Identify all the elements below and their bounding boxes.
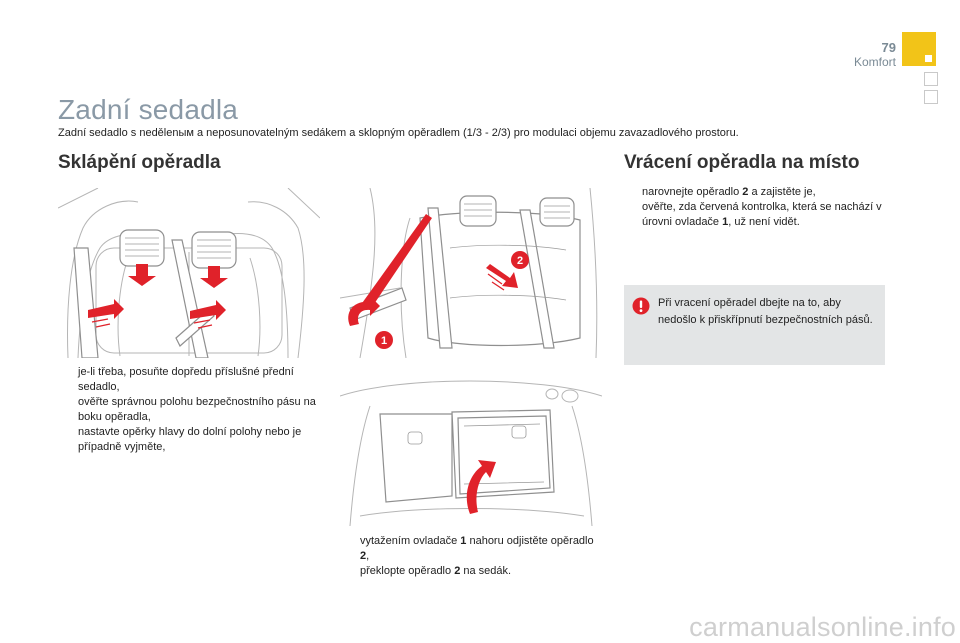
list-item: vytažením ovladače 1 nahoru odjistěte op… bbox=[360, 535, 594, 562]
callout-1-label: 1 bbox=[381, 335, 387, 347]
list-item: narovnejte opěradlo 2 a zajistěte je, bbox=[642, 186, 816, 198]
page-number: 79 bbox=[881, 40, 896, 55]
callout-2-badge bbox=[511, 251, 529, 269]
chapter-tab-marker bbox=[925, 55, 932, 62]
section-name: Komfort bbox=[853, 55, 896, 69]
seat-illustration-headrests bbox=[57, 187, 321, 359]
seat-illustration-release: 1 2 bbox=[339, 187, 598, 359]
return-steps-list: narovnejte opěradlo 2 a zajistěte je, ov… bbox=[624, 185, 886, 230]
watermark: carmanualsonline.info bbox=[689, 612, 956, 642]
list-item: ověřte správnou polohu bezpečnostního pá… bbox=[78, 396, 316, 423]
warning-icon bbox=[632, 297, 650, 315]
chapter-tab-active[interactable] bbox=[902, 32, 936, 66]
section-heading-fold: Sklápění opěradla bbox=[58, 152, 221, 173]
callout-1-badge bbox=[375, 331, 393, 349]
page-subtitle: Zadní sedadlo s nedělenым a neposunovate… bbox=[58, 127, 739, 139]
figure-backrest-folded bbox=[339, 366, 603, 527]
list-item: nastavte opěrky hlavy do dolní polohy ne… bbox=[78, 426, 302, 453]
list-item: ověřte, zda červená kontrolka, která se … bbox=[642, 201, 882, 228]
list-item: je-li třeba, posuňte dopředu příslušné p… bbox=[78, 366, 294, 393]
warning-note-text: Při vracení opěradel dbejte na to, aby n… bbox=[658, 297, 873, 326]
chapter-tab[interactable] bbox=[924, 90, 938, 104]
page-title: Zadní sedadla bbox=[58, 94, 239, 125]
figure-backrest-release: 1 2 bbox=[339, 187, 602, 359]
list-item: překlopte opěradlo 2 na sedák. bbox=[360, 565, 512, 577]
fold-steps-list: je-li třeba, posuňte dopředu příslušné p… bbox=[60, 365, 322, 455]
chapter-tab[interactable] bbox=[924, 72, 938, 86]
section-heading-return: Vrácení opěradla na místo bbox=[624, 152, 860, 173]
warning-note: Při vracení opěradel dbejte na to, aby n… bbox=[624, 285, 885, 365]
trunk-illustration bbox=[339, 380, 603, 527]
figure-headrests-lowered bbox=[57, 187, 321, 359]
release-steps-list: vytažením ovladače 1 nahoru odjistěte op… bbox=[342, 534, 604, 579]
callout-2-label: 2 bbox=[517, 255, 523, 267]
